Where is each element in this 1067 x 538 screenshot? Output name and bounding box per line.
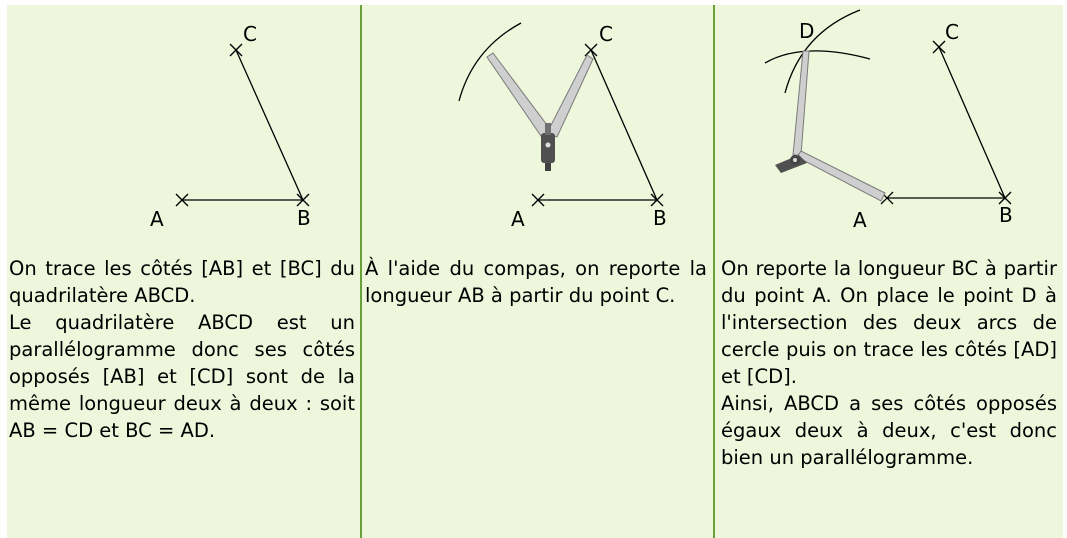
step-1-text: On trace les côtés [AB] et [BC] du quadr… — [9, 255, 355, 444]
label-a: A — [150, 207, 164, 231]
step-2-panel: A B C À l'aide du compas, on reporte la … — [363, 5, 713, 538]
compass-arc — [458, 22, 522, 102]
point-b-cross — [998, 191, 1012, 205]
point-b-cross — [650, 193, 664, 207]
segment-bc — [235, 49, 304, 201]
step-2-text: À l'aide du compas, on reporte la longue… — [365, 255, 707, 309]
label-b: B — [999, 203, 1013, 227]
label-c: C — [599, 22, 613, 46]
point-b-cross — [296, 193, 310, 207]
arc-from-a — [764, 50, 871, 64]
step-3-figure: A B C D — [764, 9, 1013, 232]
step-1-panel: A B C On trace les côtés [AB] et [BC] du… — [7, 5, 361, 538]
label-a: A — [853, 208, 867, 232]
step-3-paragraph-2: Ainsi, ABCD a ses côtés opposés égaux de… — [721, 392, 1057, 469]
segment-bc — [590, 49, 658, 201]
point-c-cross — [932, 40, 946, 54]
step-1-paragraph-1: On trace les côtés [AB] et [BC] du quadr… — [9, 257, 355, 307]
label-b: B — [297, 206, 311, 230]
point-a-cross — [175, 193, 189, 207]
point-a-cross — [531, 193, 545, 207]
compass-icon — [486, 52, 594, 171]
point-c-cross — [584, 43, 598, 57]
panel-separator-1 — [360, 5, 362, 538]
step-3-panel: A B C D On reporte la longueur BC à part… — [715, 5, 1063, 538]
step-1-paragraph-2: Le quadrilatère ABCD est un parallélogra… — [9, 311, 355, 442]
step-3-text: On reporte la longueur BC à partir du po… — [721, 255, 1057, 471]
label-c: C — [945, 20, 959, 44]
label-a: A — [511, 207, 525, 231]
label-c: C — [243, 22, 257, 46]
step-2-paragraph-1: À l'aide du compas, on reporte la longue… — [365, 257, 707, 307]
arc-from-c — [784, 9, 861, 94]
step-1-figure: A B C — [150, 22, 311, 231]
construction-table: A B C On trace les côtés [AB] et [BC] du… — [7, 5, 1063, 538]
point-c-cross — [229, 43, 243, 57]
compass-icon — [775, 50, 886, 202]
label-b: B — [653, 206, 667, 230]
step-3-paragraph-1: On reporte la longueur BC à partir du po… — [721, 257, 1057, 388]
step-2-figure: A B C — [458, 22, 667, 231]
panel-separator-2 — [713, 5, 715, 538]
label-d: D — [799, 19, 814, 43]
segment-bc — [938, 46, 1006, 199]
